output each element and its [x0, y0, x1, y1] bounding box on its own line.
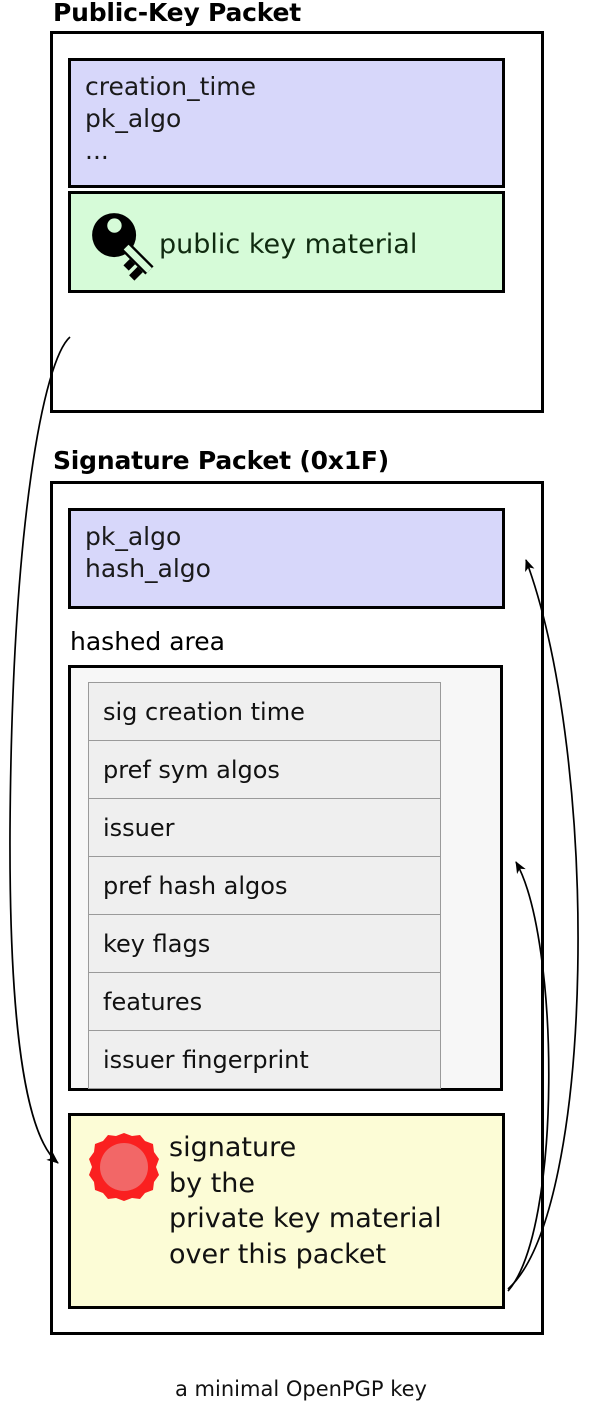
- public-key-packet-title: Public-Key Packet: [53, 0, 302, 27]
- signature-header-fields-block: pk_algo hash_algo: [68, 508, 505, 609]
- public-key-material-label: public key material: [159, 229, 418, 260]
- field-sig-pk-algo: pk_algo: [85, 522, 182, 551]
- diagram-caption: a minimal OpenPGP key: [175, 1377, 427, 1401]
- hashed-area-box: sig creation time pref sym algos issuer …: [68, 665, 503, 1091]
- subpacket-row[interactable]: pref hash algos: [89, 857, 440, 915]
- public-key-header-fields-block: creation_time pk_algo ...: [68, 58, 505, 188]
- seal-icon: [89, 1133, 159, 1201]
- field-ellipsis: ...: [85, 136, 109, 165]
- field-sig-hash-algo: hash_algo: [85, 554, 211, 583]
- signature-line: by the: [169, 1167, 256, 1199]
- public-key-material-block: public key material: [68, 191, 505, 293]
- subpacket-list: sig creation time pref sym algos issuer …: [88, 682, 441, 1089]
- subpacket-row[interactable]: issuer fingerprint: [89, 1031, 440, 1089]
- subpacket-row[interactable]: features: [89, 973, 440, 1031]
- signature-line: private key material: [169, 1203, 442, 1235]
- signature-block: signature by the private key material ov…: [68, 1113, 505, 1309]
- signature-block-text: signature by the private key material ov…: [169, 1130, 442, 1273]
- hashed-area-label: hashed area: [70, 627, 225, 656]
- subpacket-row[interactable]: pref sym algos: [89, 741, 440, 799]
- signature-line: over this packet: [169, 1238, 387, 1270]
- subpacket-row[interactable]: sig creation time: [89, 683, 440, 741]
- field-creation-time: creation_time: [85, 72, 257, 101]
- field-pk-algo: pk_algo: [85, 104, 182, 133]
- subpacket-row[interactable]: issuer: [89, 799, 440, 857]
- subpacket-row[interactable]: key flags: [89, 915, 440, 973]
- signature-packet-title: Signature Packet (0x1F): [53, 446, 390, 475]
- signature-line: signature: [169, 1132, 297, 1163]
- key-icon: [92, 213, 154, 281]
